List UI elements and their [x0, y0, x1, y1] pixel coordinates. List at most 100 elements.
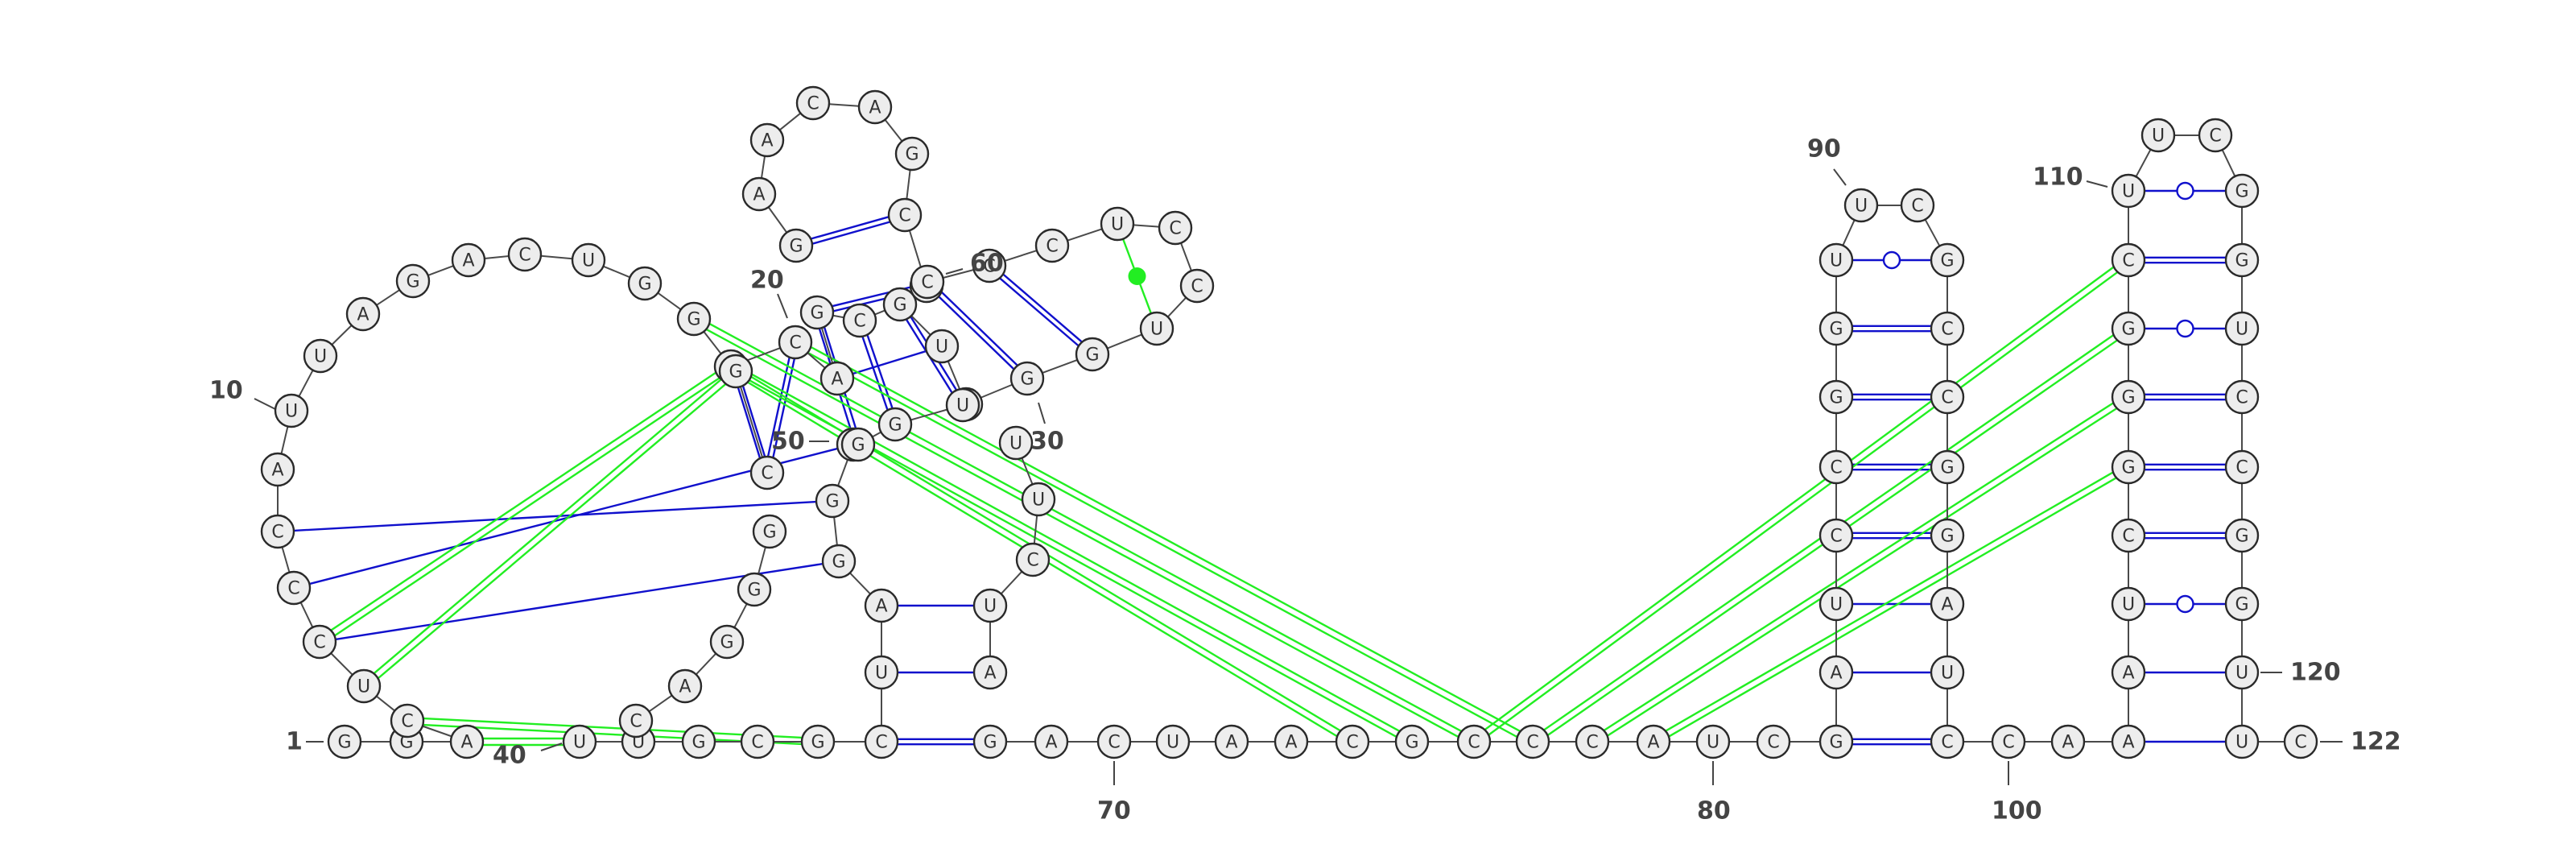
nucleotide-letter: C — [1468, 733, 1480, 753]
nucleotide-letter: C — [2294, 733, 2306, 753]
nucleotide-22: G — [799, 295, 835, 330]
nucleotide-circle — [1930, 311, 1965, 346]
backbone-segment — [758, 547, 766, 574]
nucleotide-letter: A — [1045, 733, 1057, 753]
nucleotide-110: G — [2111, 311, 2146, 346]
nucleotide-49: G — [815, 483, 850, 519]
nucleotide-75: A — [1274, 724, 1309, 759]
nucleotide-letter: C — [983, 257, 995, 277]
pseudoknot-pair — [1665, 471, 2117, 738]
nucleotide-90: G — [1818, 311, 1854, 346]
nucleotide-28: A — [741, 176, 777, 212]
pair-90-95 — [1852, 325, 1931, 333]
nucleotide-letter: C — [2209, 126, 2221, 147]
nucleotide-letter: U — [1830, 251, 1843, 271]
nucleotide-letter: U — [2235, 664, 2248, 684]
nucleotide-circle — [894, 136, 930, 172]
backbone-segment — [943, 269, 974, 279]
nucleotide-circle — [1096, 724, 1132, 759]
pair-strand — [741, 385, 766, 457]
backbone-segment — [281, 546, 291, 573]
nucleotide-letter: U — [1009, 434, 1022, 454]
nucleotide-95: C — [1930, 311, 1965, 346]
nucleotide-circle — [800, 724, 836, 759]
nucleotide-69: G — [840, 427, 876, 462]
nucleotide-64: U — [1139, 311, 1174, 346]
pk-strand — [373, 378, 722, 674]
nucleotide-letter: C — [1586, 733, 1598, 753]
nucleotide-letter: U — [357, 677, 370, 697]
nucleotide-letter: C — [1191, 277, 1203, 297]
nucleotide-letter: G — [720, 633, 733, 653]
pk-strand — [1484, 266, 2115, 730]
pk-strand — [807, 351, 1518, 738]
nucleotide-81: A — [1636, 724, 1671, 759]
nucleotide-78: C — [1456, 724, 1492, 759]
nucleotide-8: C — [260, 514, 295, 549]
nucleotide-circle — [346, 668, 382, 704]
nucleotide-circle — [1930, 518, 1965, 553]
nucleotide-116: G — [2224, 242, 2260, 278]
nucleotide-32: G — [894, 136, 930, 172]
nucleotide-52: G — [737, 572, 772, 607]
nucleotide-91: U — [1818, 242, 1854, 278]
pair-strand — [309, 447, 838, 585]
nucleotide-circle — [821, 544, 857, 579]
nucleotide-circle — [327, 724, 362, 759]
nucleotide-circle — [1274, 724, 1309, 759]
nucleotide-layer: GGACUCCCAUUAGACUGGGCAGCGUGGAACAGCCUUCUAU… — [260, 85, 2318, 759]
nucleotide-circle — [1900, 188, 1935, 223]
nucleotide-circle — [345, 296, 381, 332]
nucleotide-letter: G — [1405, 733, 1418, 753]
nucleotide-5: U — [346, 668, 382, 704]
nucleotide-letter: C — [2122, 251, 2134, 271]
nucleotide-letter: G — [687, 310, 700, 330]
nucleotide-106: U — [2111, 586, 2146, 622]
nucleotide-letter: G — [851, 436, 865, 456]
backbone-segment — [1067, 228, 1103, 242]
nucleotide-letter: G — [337, 733, 351, 753]
pseudoknot-pair — [807, 345, 1521, 738]
nucleotide-circle — [972, 588, 1008, 623]
nucleotide-letter: C — [1046, 237, 1058, 257]
nucleotide-circle — [1818, 518, 1854, 553]
pk-strand — [378, 383, 727, 680]
pk-strand — [1665, 471, 2114, 732]
nucleotide-84: G — [1818, 724, 1854, 759]
nucleotide-51: G — [752, 514, 787, 549]
nucleotide-circle — [778, 228, 814, 263]
nucleotide-circle — [1991, 724, 2026, 759]
nucleotide-98: G — [1930, 518, 1965, 553]
nucleotide-70: G — [972, 724, 1008, 759]
pseudoknot-pair — [330, 371, 720, 637]
nucleotide-letter: G — [2235, 182, 2248, 202]
nucleotide-circle — [1575, 724, 1610, 759]
nucleotide-53: G — [709, 624, 745, 660]
nucleotide-letter: C — [2235, 458, 2248, 478]
position-label-40: 40 — [493, 742, 526, 770]
nucleotide-circle — [507, 237, 543, 272]
nucleotide-39: A — [972, 655, 1008, 690]
backbone-segment — [1000, 570, 1023, 595]
nucleotide-123: U — [2224, 724, 2260, 759]
nucleotide-73: U — [1155, 724, 1191, 759]
backbone-segment — [910, 408, 948, 421]
nucleotide-circle — [864, 724, 899, 759]
nucleotide-circle — [864, 655, 899, 690]
nucleotide-circle — [1021, 482, 1056, 517]
nucleotide-letter: U — [314, 347, 327, 367]
nucleotide-circle — [2283, 724, 2318, 759]
pair-strand — [811, 216, 890, 240]
nucleotide-letter: U — [956, 396, 969, 416]
backbone-segment — [657, 292, 682, 311]
nucleotide-4: C — [390, 703, 425, 738]
backbone-segment — [330, 652, 353, 676]
nucleotide-letter: G — [2235, 251, 2248, 271]
nucleotide-circle — [1009, 361, 1045, 396]
nucleotide-circle — [1214, 724, 1249, 759]
nucleotide-circle — [390, 703, 425, 738]
nucleotide-letter: C — [761, 464, 773, 484]
nucleotide-circle — [302, 624, 337, 660]
